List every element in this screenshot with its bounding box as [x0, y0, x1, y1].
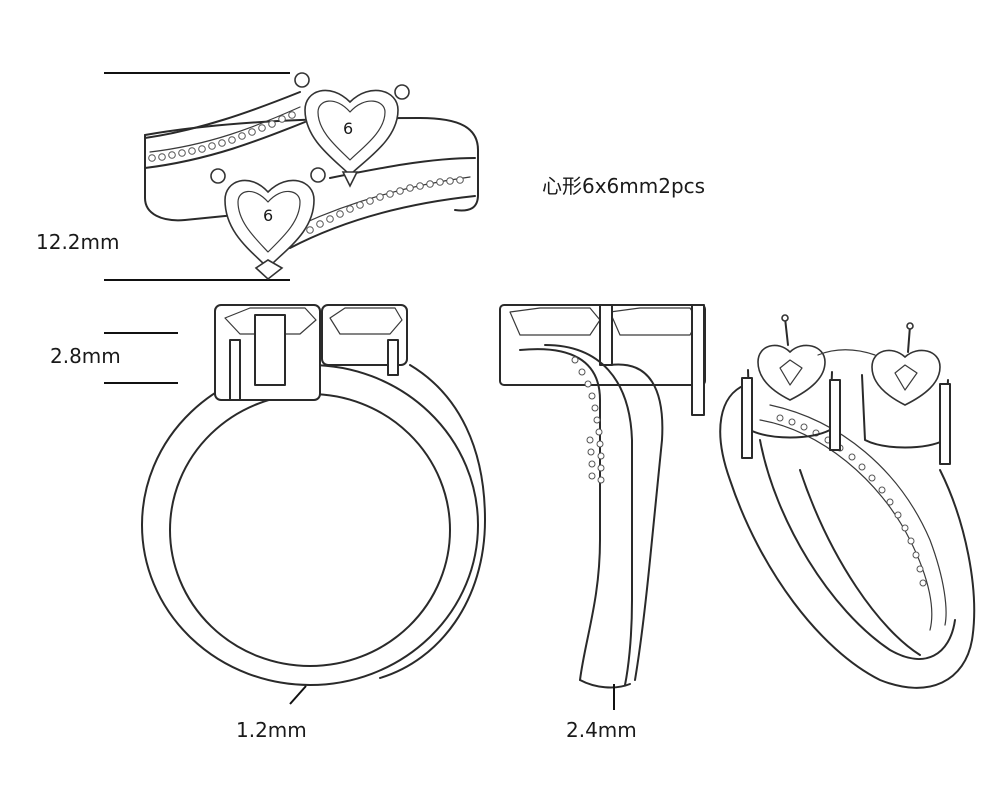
perspective-heart-left-facet — [779, 359, 803, 386]
perspective-prong-2 — [907, 325, 911, 353]
upper-arm-pave — [148, 111, 296, 162]
lower-arm-channel — [299, 176, 471, 226]
upper-heart-stone — [304, 89, 399, 177]
front-center-prong — [254, 314, 286, 386]
lower-heart-stone — [224, 179, 315, 270]
front-prong-right — [387, 339, 399, 376]
stone-spec-label: 心形6x6mm2pcs — [542, 174, 706, 198]
dim-label-top-width: 12.2mm — [36, 230, 120, 254]
upper-heart-prong-left — [294, 72, 310, 88]
front-ring-inner — [169, 393, 451, 667]
perspective-prong-1 — [784, 317, 789, 346]
upper-heart-size-label: 6 — [343, 119, 354, 138]
side-view — [499, 304, 706, 710]
perspective-prong-4 — [829, 379, 841, 451]
perspective-heart-right — [871, 349, 941, 406]
upper-arm-top-edge — [144, 91, 301, 139]
upper-heart-table — [317, 100, 386, 161]
perspective-prong-5 — [939, 383, 951, 465]
top-view-band-left-edge — [144, 134, 246, 222]
front-stone-right — [329, 307, 403, 335]
perspective-band-outer — [719, 384, 976, 689]
perspective-head-bridge — [817, 349, 876, 356]
perspective-pave-channel-a — [759, 419, 933, 631]
upper-arm-bottom-edge — [144, 121, 306, 169]
lower-heart-size-label: 6 — [263, 206, 274, 225]
front-prong-left — [229, 339, 241, 401]
perspective-prong-2-tip — [906, 322, 914, 330]
perspective-prong-3 — [741, 377, 753, 459]
side-prong-right — [691, 304, 705, 416]
perspective-prong-1-tip — [781, 314, 789, 322]
front-head-right — [321, 304, 408, 366]
upper-arm-channel — [149, 106, 301, 153]
side-prong-center — [599, 304, 613, 366]
side-shank-bottom — [579, 679, 631, 689]
perspective-view — [719, 314, 976, 689]
side-shank-front-left — [519, 348, 601, 681]
perspective-heart-left — [757, 344, 826, 401]
lower-heart-prong-right — [310, 167, 326, 183]
dim-label-band-width: 2.4mm — [566, 718, 637, 742]
dim-label-setting-height: 2.8mm — [50, 344, 121, 368]
side-shank-back — [609, 363, 664, 681]
top-view-back-band — [144, 117, 479, 212]
front-ring-side-band — [379, 364, 486, 679]
side-shank-front-right — [544, 344, 633, 686]
perspective-pave-channel-b — [769, 404, 947, 626]
front-stone-left — [224, 307, 317, 335]
dim-leader-front — [289, 685, 307, 705]
lower-arm-pave — [306, 176, 464, 234]
lower-arm-bottom-edge — [289, 195, 476, 249]
perspective-heart-right-facet — [894, 364, 918, 391]
perspective-band-inner — [759, 439, 956, 660]
perspective-band-mid — [799, 469, 921, 656]
lower-heart-prong-left — [210, 168, 226, 184]
lower-heart-prong-tip — [254, 259, 284, 281]
lower-heart-table — [237, 190, 301, 253]
top-view — [104, 72, 479, 281]
dim-label-band-thickness: 1.2mm — [236, 718, 307, 742]
upper-heart-prong-right — [394, 84, 410, 100]
upper-heart-prong-tip — [341, 171, 359, 188]
front-ring-outer — [141, 364, 479, 686]
front-view — [104, 304, 486, 705]
side-view-pave — [571, 356, 605, 484]
